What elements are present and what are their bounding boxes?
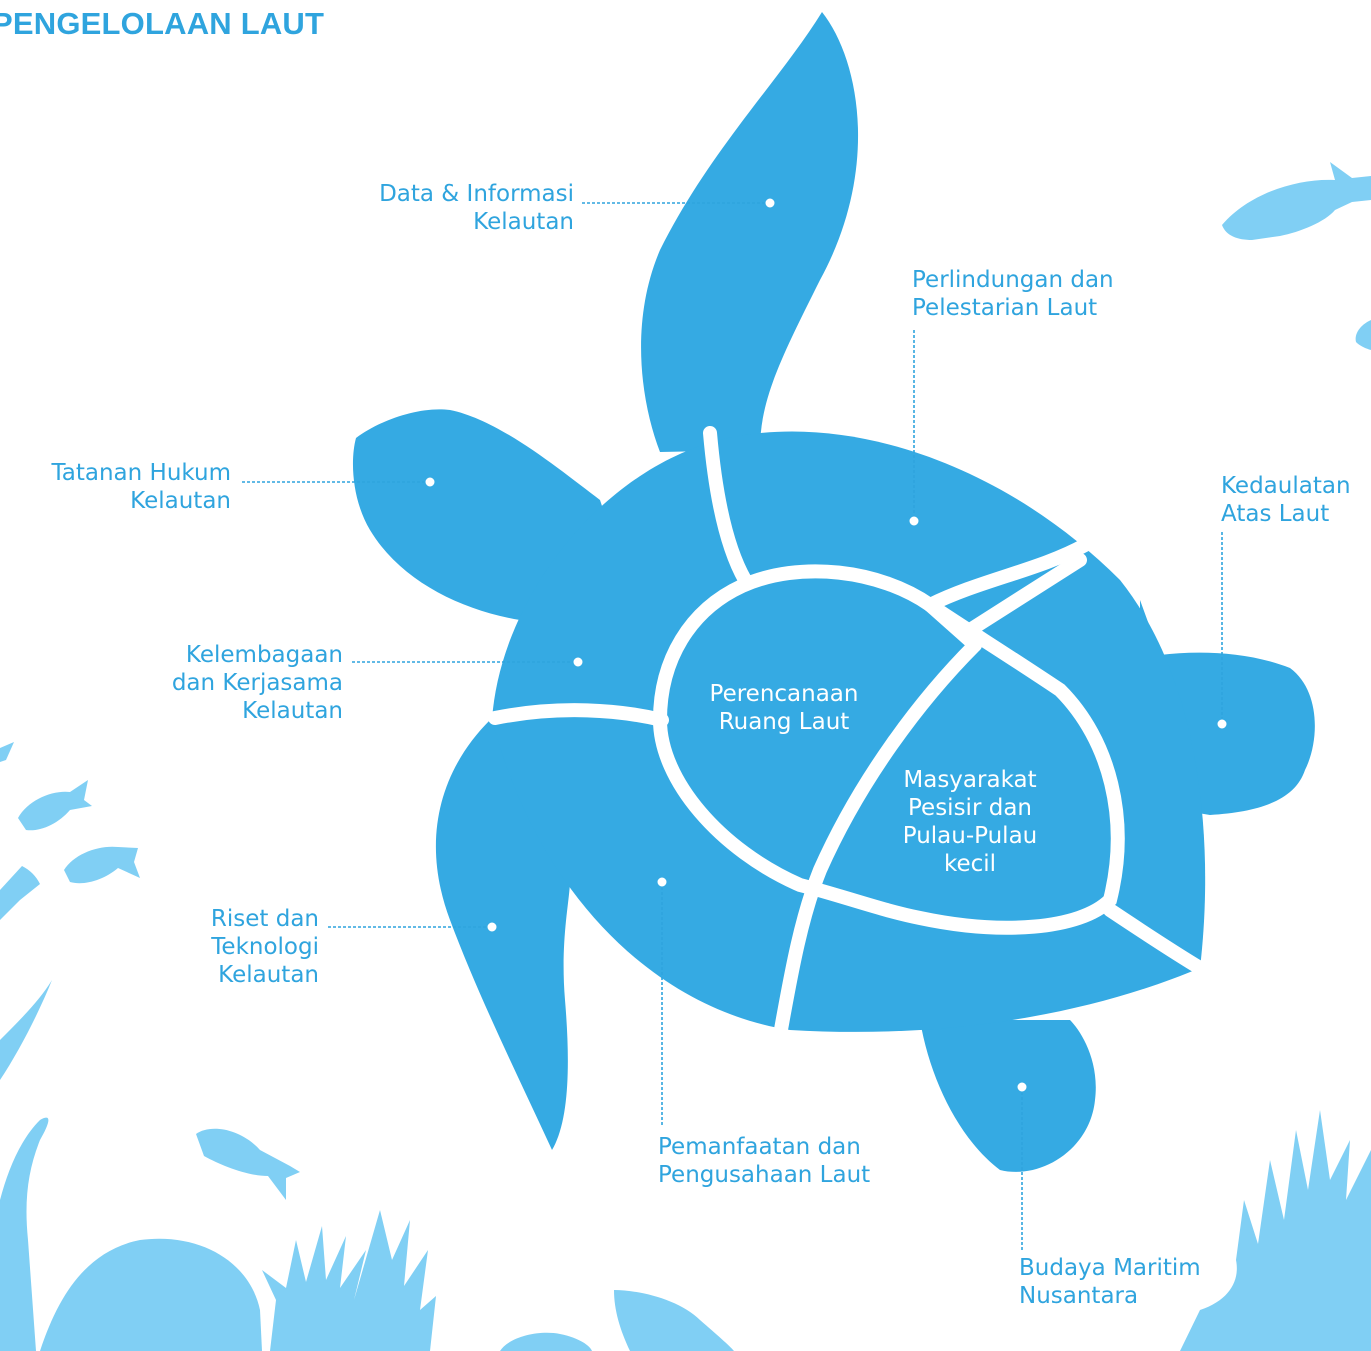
turtle-head — [641, 12, 859, 452]
dot-riset — [486, 921, 498, 933]
label-pemanfaatan: Pemanfaatan dan Pengusahaan Laut — [658, 1134, 871, 1188]
leader-lines — [242, 202, 1223, 1250]
page-title: PENGELOLAAN LAUT — [0, 6, 325, 41]
label-perlindungan: Perlindungan dan Pelestarian Laut — [912, 267, 1114, 321]
shell-icon — [614, 1290, 734, 1351]
fish-top-right-icon — [1222, 162, 1371, 240]
sea-decoration — [0, 162, 1371, 1351]
dot-perlindungan — [908, 515, 920, 527]
fish-left-2-icon — [64, 846, 140, 884]
seaweed-left-icon — [0, 980, 52, 1080]
shell-lines — [488, 426, 1207, 1042]
fish-bottom-icon — [196, 1128, 300, 1200]
fish-left-1-icon — [18, 780, 92, 831]
label-budaya: Budaya Maritim Nusantara — [1019, 1255, 1201, 1309]
label-kedaulatan: Kedaulatan Atas Laut — [1221, 473, 1351, 527]
fish-left-3-icon — [0, 866, 40, 920]
dot-kedaulatan — [1216, 718, 1228, 730]
line-diag-top-right — [923, 538, 1092, 612]
center-label-masyarakat: Masyarakat Pesisir dan Pulau-Pulau kecil — [902, 767, 1038, 877]
leader-dots — [424, 197, 1228, 1093]
line-left-horizontal — [488, 703, 669, 727]
fish-right-edge-icon — [1355, 320, 1371, 350]
dot-kelembagaan — [572, 656, 584, 668]
turtle-back-right-flipper — [920, 1020, 1096, 1172]
turtle — [352, 12, 1315, 1172]
rock-small-icon — [500, 1332, 592, 1351]
line-center-x — [923, 598, 982, 652]
dot-budaya — [1016, 1081, 1028, 1093]
coral-right-icon — [1180, 1110, 1371, 1351]
line-top-vertical — [703, 426, 752, 587]
fish-left-4-icon — [0, 742, 14, 762]
dot-tatanan-hukum — [424, 476, 436, 488]
label-riset: Riset dan Teknologi Kelautan — [210, 906, 319, 988]
line-diag-right-upper — [963, 553, 1087, 637]
dot-data-informasi — [764, 197, 776, 209]
turtle-shell — [492, 431, 1206, 1032]
line-diag-main — [773, 638, 982, 1042]
label-kelembagaan: Kelembagaan dan Kerjasama Kelautan — [171, 642, 343, 724]
center-label-perencanaan: Perencanaan Ruang Laut — [709, 681, 859, 735]
dot-pemanfaatan — [656, 876, 668, 888]
seaweed-left-2-icon — [0, 1117, 49, 1351]
line-right-lower — [1103, 903, 1207, 975]
label-data-informasi: Data & Informasi Kelautan — [379, 181, 574, 235]
label-tatanan-hukum: Tatanan Hukum Kelautan — [51, 460, 231, 514]
coral-fan-icon — [262, 1210, 436, 1351]
rock-icon — [40, 1238, 262, 1351]
